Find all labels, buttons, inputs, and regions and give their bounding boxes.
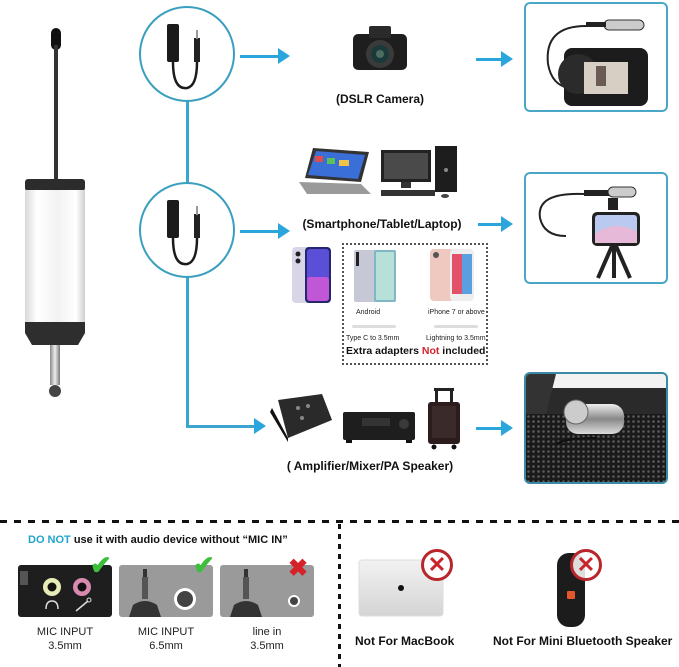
example-image-speaker — [524, 372, 668, 484]
connection-label-smartphone: (Smartphone/Tablet/Laptop) — [302, 217, 462, 231]
lightning-adapter-icon — [434, 325, 478, 328]
port-caption: line in 3.5mm — [220, 625, 314, 653]
arrow-right-icon — [501, 420, 513, 436]
cross-icon: ✖ — [288, 555, 309, 582]
section-divider — [0, 520, 679, 523]
check-icon: ✔ — [90, 550, 112, 580]
port-caption-line1: MIC INPUT — [137, 626, 195, 638]
port-caption-line1: MIC INPUT — [36, 626, 94, 638]
port-tile-mic-3-5mm — [18, 565, 112, 617]
macbook-icon — [358, 558, 444, 618]
arrow-right-icon — [501, 51, 513, 67]
desktop-pc-icon — [379, 144, 461, 198]
section-divider-vertical — [338, 524, 341, 667]
port-caption: MIC INPUT 3.5mm — [18, 625, 112, 653]
arrow-line — [240, 230, 278, 233]
mixer-icon — [268, 390, 334, 442]
adapters-note-not: Not — [421, 345, 440, 357]
arrow-line — [240, 55, 278, 58]
arrow-line — [476, 58, 502, 61]
warning-title-rest: use it with audio device without “MIC IN… — [70, 534, 288, 546]
arrow-right-icon — [278, 223, 290, 239]
amplifier-icon — [342, 410, 416, 444]
connection-label-amplifier: ( Amplifier/Mixer/PA Speaker) — [286, 459, 454, 473]
warning-title: DO NOT use it with audio device without … — [28, 534, 288, 546]
connection-label-dslr: (DSLR Camera) — [335, 92, 425, 106]
lightning-label: Lightning to 3.5mm — [426, 335, 486, 342]
not-for-macbook-label: Not For MacBook — [355, 634, 455, 648]
port-caption-line2: 3.5mm — [48, 640, 82, 652]
android-label: Android — [356, 309, 381, 316]
example-image-phone-tripod — [524, 172, 668, 284]
typec-label: Type C to 3.5mm — [346, 335, 400, 342]
port-caption-line2: 6.5mm — [149, 640, 183, 652]
adapters-note-prefix: Extra adapters — [346, 345, 422, 357]
cross-icon: ✕ — [421, 549, 453, 581]
arrow-line — [476, 427, 502, 430]
adapters-note: Extra adapters Not included — [346, 345, 485, 357]
android-phone-icon — [352, 248, 398, 304]
port-caption: MIC INPUT 6.5mm — [119, 625, 213, 653]
adapters-not-included-box: Android iPhone 7 or above Type C to 3.5m… — [342, 243, 488, 365]
port-caption-line2: 3.5mm — [250, 640, 284, 652]
arrow-right-icon — [501, 216, 513, 232]
check-icon: ✔ — [193, 550, 215, 580]
arrow-right-icon — [254, 418, 266, 434]
arrow-right-icon — [278, 48, 290, 64]
not-for-bluetooth-speaker-label: Not For Mini Bluetooth Speaker — [493, 634, 673, 648]
connector-line-bottom — [186, 425, 256, 428]
port-tile-mic-6-5mm — [119, 565, 213, 617]
wireless-receiver-icon — [20, 25, 90, 405]
iphone-7-icon — [428, 247, 476, 303]
adapter-cable-icon — [139, 6, 235, 102]
iphone-11-icon — [291, 245, 333, 305]
adapter-cable-icon — [139, 182, 235, 278]
pa-speaker-icon — [426, 388, 462, 450]
cross-icon: ✕ — [570, 549, 602, 581]
port-tile-line-in-3-5mm — [220, 565, 314, 617]
port-caption-line1: line in — [252, 626, 282, 638]
warning-title-highlight: DO NOT — [28, 534, 71, 546]
typec-adapter-icon — [352, 325, 396, 328]
example-image-camera — [524, 2, 668, 112]
iphone-label: iPhone 7 or above — [428, 309, 485, 316]
arrow-line — [478, 223, 502, 226]
adapters-note-suffix: included — [439, 345, 486, 357]
dslr-camera-icon — [349, 22, 411, 74]
laptop-icon — [295, 146, 375, 196]
